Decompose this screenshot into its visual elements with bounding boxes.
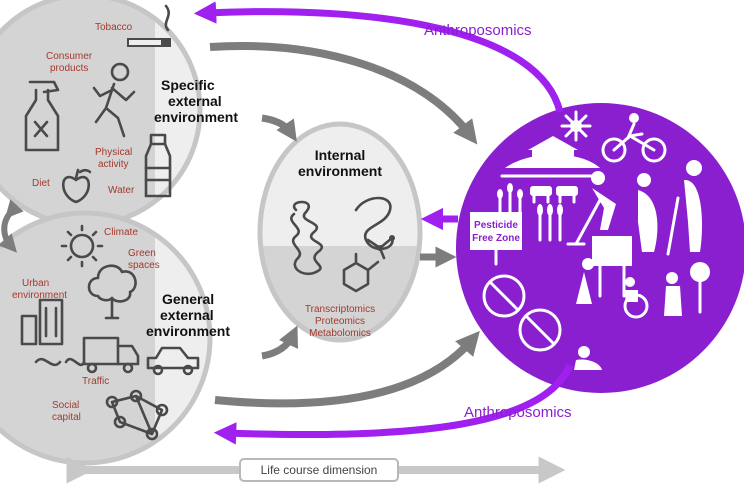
specific-external-title-1: Specific: [161, 77, 215, 93]
crops-silhouette-icon: [497, 183, 563, 242]
arrow-specific-to-anthroposomics: [209, 42, 478, 145]
climate-label: Climate: [104, 227, 138, 238]
life-course-label-box: [239, 458, 399, 482]
pregnant-woman-silhouette-icon: [637, 173, 658, 252]
farm-silhouette-icon: [500, 136, 600, 178]
buildings-icon: [20, 298, 64, 346]
consumer-products-label-1: Consumer: [46, 51, 93, 62]
traffic-label: Traffic: [82, 376, 109, 387]
arrow-specific-to-internal: [261, 114, 297, 142]
runner-icon: [92, 62, 136, 138]
pesticide-sign-line-2: Free Zone: [472, 233, 520, 244]
water-label: Water: [108, 185, 135, 196]
pesticide-sign-line-1: Pesticide: [474, 220, 518, 231]
molecule-icon: [342, 252, 380, 293]
gardener-silhouette-icon: [566, 171, 616, 246]
proteomics-label: Proteomics: [315, 316, 365, 327]
specific-external-title-2: external: [168, 93, 222, 109]
cigarette-icon: [127, 4, 171, 47]
physical-activity-label-2: activity: [98, 159, 129, 170]
tree-icon: [87, 264, 137, 320]
baby-silhouette-icon: [574, 346, 602, 370]
sun-icon: [60, 224, 104, 268]
water-bottle-icon: [144, 133, 172, 198]
car-icon: [146, 346, 200, 376]
internal-title-2: environment: [298, 163, 382, 179]
child-wheelchair-silhouette-icon: [623, 277, 649, 319]
cyclist-silhouette-icon: [601, 113, 667, 163]
life-course-arrow: Life course dimension: [66, 456, 566, 484]
general-external-title-1: General: [162, 291, 214, 307]
no-sign-icon-2: [518, 308, 562, 352]
anthroposomics-label-top: Anthroposomics: [424, 22, 532, 39]
general-external-title-3: environment: [146, 323, 230, 339]
urban-environment-label-1: Urban: [22, 278, 49, 289]
diet-label: Diet: [32, 178, 50, 189]
transcriptomics-label: Transcriptomics: [305, 304, 375, 315]
rna-icon: [354, 196, 395, 260]
arrow-between-circles: [0, 199, 24, 253]
general-external-circle: [0, 210, 213, 466]
pesticide-sign-icon: Pesticide Free Zone: [470, 212, 522, 266]
arrow-general-to-anthroposomics: [214, 330, 480, 408]
metabolomics-label: Metabolomics: [309, 328, 371, 339]
anthroposomics-arrow-bottom: [213, 363, 574, 445]
consumer-products-label-2: products: [50, 63, 88, 74]
physical-activity-label-1: Physical: [95, 147, 132, 158]
life-course-label: Life course dimension: [261, 463, 378, 477]
sun-silhouette-icon: [560, 110, 592, 142]
social-network-icon: [105, 389, 169, 441]
tobacco-label: Tobacco: [95, 22, 133, 33]
no-sign-icon-1: [482, 274, 526, 318]
general-external-title-2: external: [160, 307, 214, 323]
child-sign-silhouette-icon: [664, 262, 710, 316]
social-capital-label-1: Social: [52, 400, 79, 411]
internal-title-1: Internal: [315, 147, 366, 163]
spray-bottle-icon: [24, 80, 60, 152]
green-spaces-label-1: Green: [128, 248, 156, 259]
apple-icon: [62, 168, 92, 204]
protester-silhouette-icon: [576, 236, 632, 304]
anthroposomics-arrow-top: [193, 1, 564, 113]
urban-environment-label-2: environment: [12, 290, 67, 301]
green-spaces-label-2: spaces: [128, 260, 160, 271]
road-icon: [34, 357, 86, 367]
protein-icon: [290, 200, 323, 276]
elderly-man-silhouette-icon: [666, 160, 703, 256]
arrow-general-to-internal: [261, 325, 299, 360]
truck-icon: [82, 336, 140, 374]
social-capital-label-2: capital: [52, 412, 81, 423]
specific-external-title-3: environment: [154, 109, 238, 125]
anthroposomics-label-bottom: Anthroposomics: [464, 404, 572, 421]
cows-silhouette-icon: [530, 186, 578, 204]
